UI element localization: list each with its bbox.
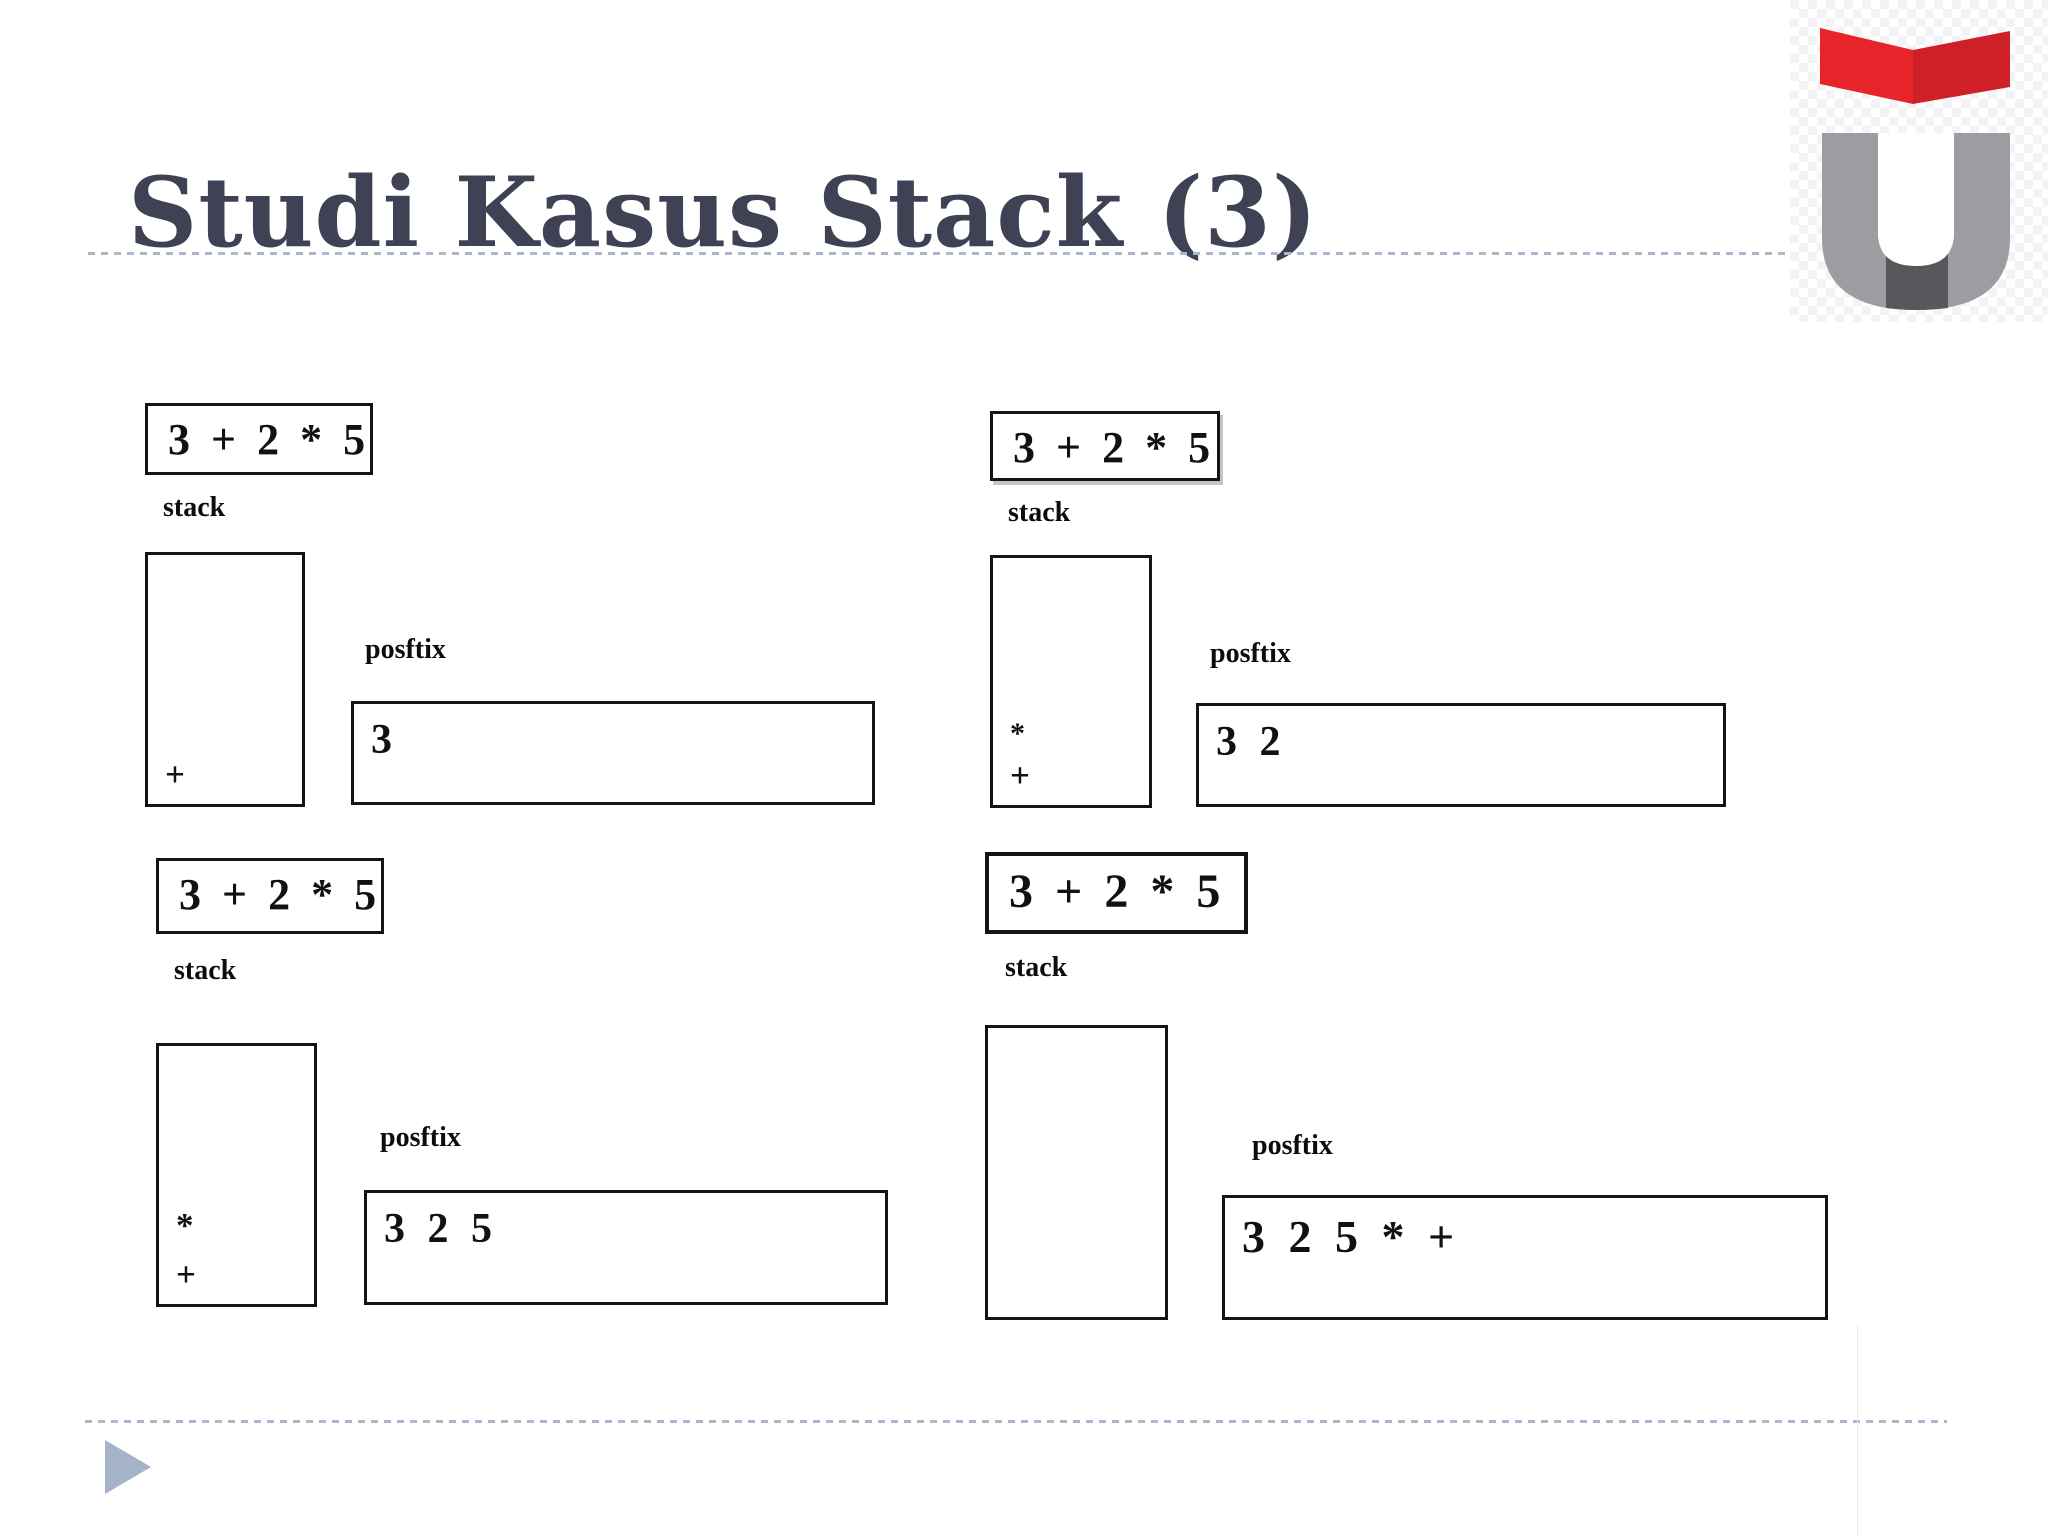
stack-label: stack — [174, 955, 237, 986]
stack-item: * — [176, 1205, 194, 1245]
expression-box: 3 + 2 * 5 — [156, 858, 384, 934]
postfix-box: 3 — [351, 701, 875, 805]
title-divider-dashed-line — [88, 252, 1788, 255]
postfix-box: 3 2 — [1196, 703, 1726, 807]
stack-box: + — [145, 552, 305, 807]
telkom-university-logo — [1820, 28, 2010, 310]
slide-advance-triangle-icon[interactable] — [105, 1440, 151, 1494]
postfix-box: 3 2 5 * + — [1222, 1195, 1828, 1320]
expression-box: 3 + 2 * 5 — [985, 852, 1248, 934]
footer-divider-dashed-line — [85, 1420, 1947, 1423]
stack-box: *+ — [990, 555, 1152, 808]
postfix-label: posftix — [380, 1122, 461, 1153]
stack-item: + — [1010, 756, 1030, 796]
postfix-box: 3 2 5 — [364, 1190, 888, 1305]
stack-label: stack — [1008, 497, 1071, 528]
open-book-icon — [1820, 28, 2010, 104]
slide-title: Studi Kasus Stack (3) — [128, 156, 1319, 270]
expression-box: 3 + 2 * 5 — [145, 403, 373, 475]
stack-item: * — [1010, 716, 1025, 750]
stack-box — [985, 1025, 1168, 1320]
stack-label: stack — [1005, 952, 1068, 983]
stack-item: + — [176, 1255, 196, 1295]
letter-u-icon — [1822, 133, 2010, 310]
expression-box: 3 + 2 * 5 — [990, 411, 1220, 481]
stack-box: *+ — [156, 1043, 317, 1307]
postfix-label: posftix — [1210, 638, 1291, 669]
postfix-label: posftix — [1252, 1130, 1333, 1161]
background-seam — [1857, 1325, 1858, 1536]
stack-label: stack — [163, 492, 226, 523]
postfix-label: posftix — [365, 634, 446, 665]
stack-item: + — [165, 755, 185, 795]
